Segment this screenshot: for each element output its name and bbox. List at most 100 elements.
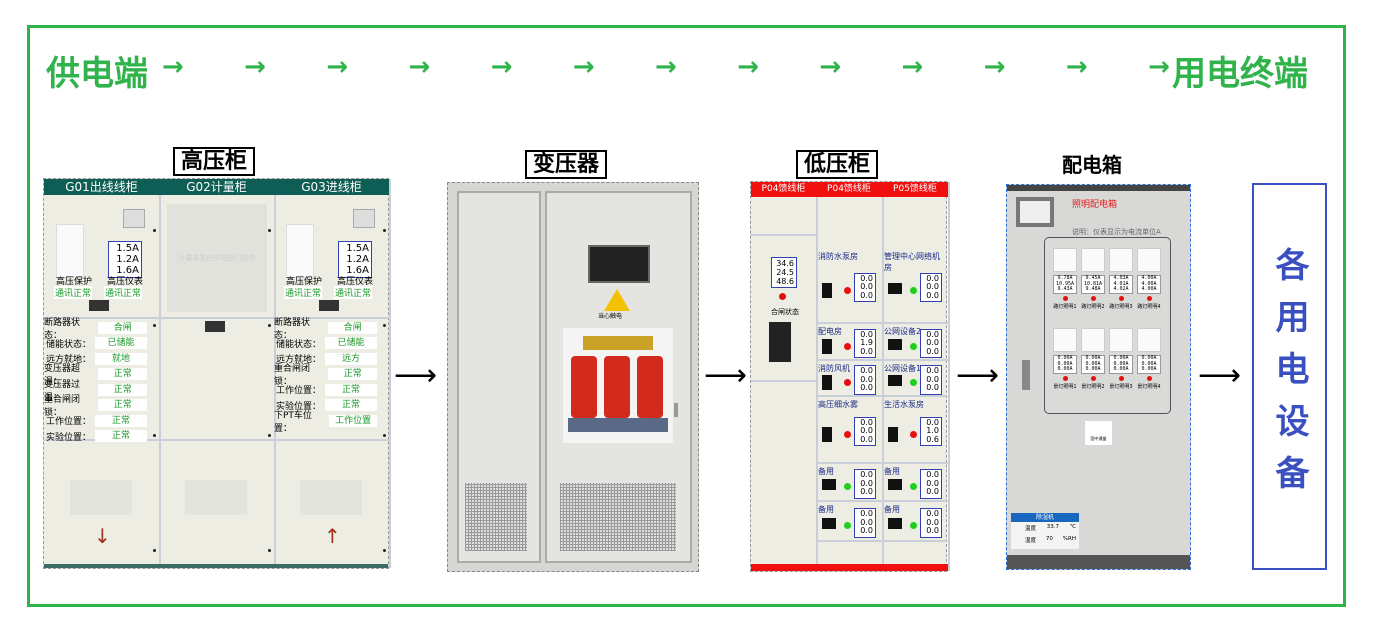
base (882, 564, 948, 571)
lv-column-header: P04馈线柜 (816, 182, 882, 197)
switch-icon (822, 282, 832, 298)
flow-arrow-icon: → (737, 52, 759, 82)
status-label: 变压器超温： (44, 364, 81, 388)
meter-reading: 0.6 (926, 434, 939, 444)
breaker-label: 路灯照明1 (1053, 303, 1077, 310)
status-led (910, 379, 917, 386)
meter-reading: 0.0 (926, 487, 939, 496)
feeder-name: 备用 (818, 505, 834, 514)
flow-arrow-icon: → (655, 52, 677, 82)
image-placeholder-icon (1016, 197, 1054, 227)
meter-reading: 0.00A (1057, 366, 1073, 372)
breaker-label: 景灯照明1 (1053, 383, 1077, 390)
status-value: 合闸 (98, 321, 147, 334)
meter-reading: 0.0 (860, 417, 873, 427)
status-label: 远方就地： (275, 355, 321, 366)
status-label: 重合闸闭锁： (274, 364, 311, 388)
meter-reading: 1.5A (116, 243, 139, 254)
meter-reading: 0.0 (926, 517, 939, 527)
status-value: 正常 (325, 383, 377, 396)
meter-reading: 0.0 (860, 517, 873, 527)
status-row: 断路器状态：合闸 (44, 318, 147, 341)
feeder-name: 消防水泵房 (818, 252, 858, 261)
status-label: 实验位置： (45, 432, 91, 443)
feeder-name: 备用 (884, 467, 900, 476)
meter-reading: 0.00A (1085, 360, 1101, 367)
meter-reading: 0.0 (926, 282, 939, 291)
meter-reading: 0.0 (926, 509, 939, 518)
protection-relay (286, 224, 314, 278)
meter-icon (123, 209, 145, 228)
meter-reading: 24.5 (776, 268, 794, 277)
flow-arrow-icon: → (326, 52, 349, 82)
meter-reading: 0.0 (926, 338, 939, 347)
meter-reading: 0.0 (926, 290, 939, 300)
status-label: 断路器状态： (274, 317, 311, 341)
switch-icon (888, 518, 902, 529)
status-value: 正常 (98, 368, 147, 381)
status-led (1090, 375, 1096, 381)
status-value: 正常 (95, 414, 147, 427)
switch-icon (888, 375, 902, 386)
dehumidifier-value: 湿度 (1025, 538, 1037, 544)
rivet (153, 229, 156, 232)
arrow-right-icon: ⟶ (394, 358, 438, 393)
switch-icon (888, 426, 898, 442)
meter-reading: 0.0 (926, 478, 939, 488)
feeder-name: 高压细水雾 (818, 400, 858, 409)
meter-reading: 0.0 (926, 417, 939, 427)
meter-reading: 0.0 (860, 487, 873, 496)
rivet (383, 229, 386, 232)
meter-reading: 0.0 (926, 366, 939, 375)
status-label: 重合闸闭锁： (44, 395, 81, 419)
meter-reading: 0.0 (860, 374, 873, 384)
breaker-icon (1109, 248, 1133, 272)
meter-reading: 0.0 (926, 383, 939, 392)
base (816, 564, 882, 571)
dehumidifier-title: 除湿机 (1011, 513, 1079, 522)
status-led (1062, 295, 1068, 301)
divider (159, 439, 274, 441)
arrow-up-icon: ↑ (324, 524, 341, 548)
meter-reading: 4.00A (1141, 275, 1157, 281)
meter-status: 通讯正常 (104, 286, 142, 299)
status-value: 已储能 (325, 337, 377, 350)
status-led (1062, 375, 1068, 381)
status-list: 断路器状态：合闸储能状态：已储能远方就地：远方重合闸闭锁：正常工作位置：正常实验… (274, 318, 377, 434)
meter-reading: 1.5A (346, 243, 369, 254)
breaker-icon (1109, 328, 1133, 352)
warning-label: 当心触电 (598, 313, 623, 320)
status-row: 变压器超温： 正常 (44, 364, 147, 387)
switch-icon (822, 518, 836, 529)
diagram-frame (27, 25, 1346, 607)
status-led (1146, 295, 1152, 301)
switch-icon (822, 375, 832, 390)
meter-reading: 9.43A (1057, 286, 1073, 292)
status-row: 工作位置：正常 (274, 382, 377, 398)
meter-reading: 0.0 (860, 426, 873, 435)
section-title-lv: 低压柜 (796, 150, 879, 179)
status-row: 断路器状态：合闸 (274, 318, 377, 341)
dehumidifier-value: %RH (1062, 536, 1076, 542)
meter-reading: 0.0 (926, 329, 939, 339)
indicator-panel (319, 300, 339, 311)
arrow-right-icon: ⟶ (1198, 358, 1242, 393)
breaker-icon (1053, 248, 1077, 272)
